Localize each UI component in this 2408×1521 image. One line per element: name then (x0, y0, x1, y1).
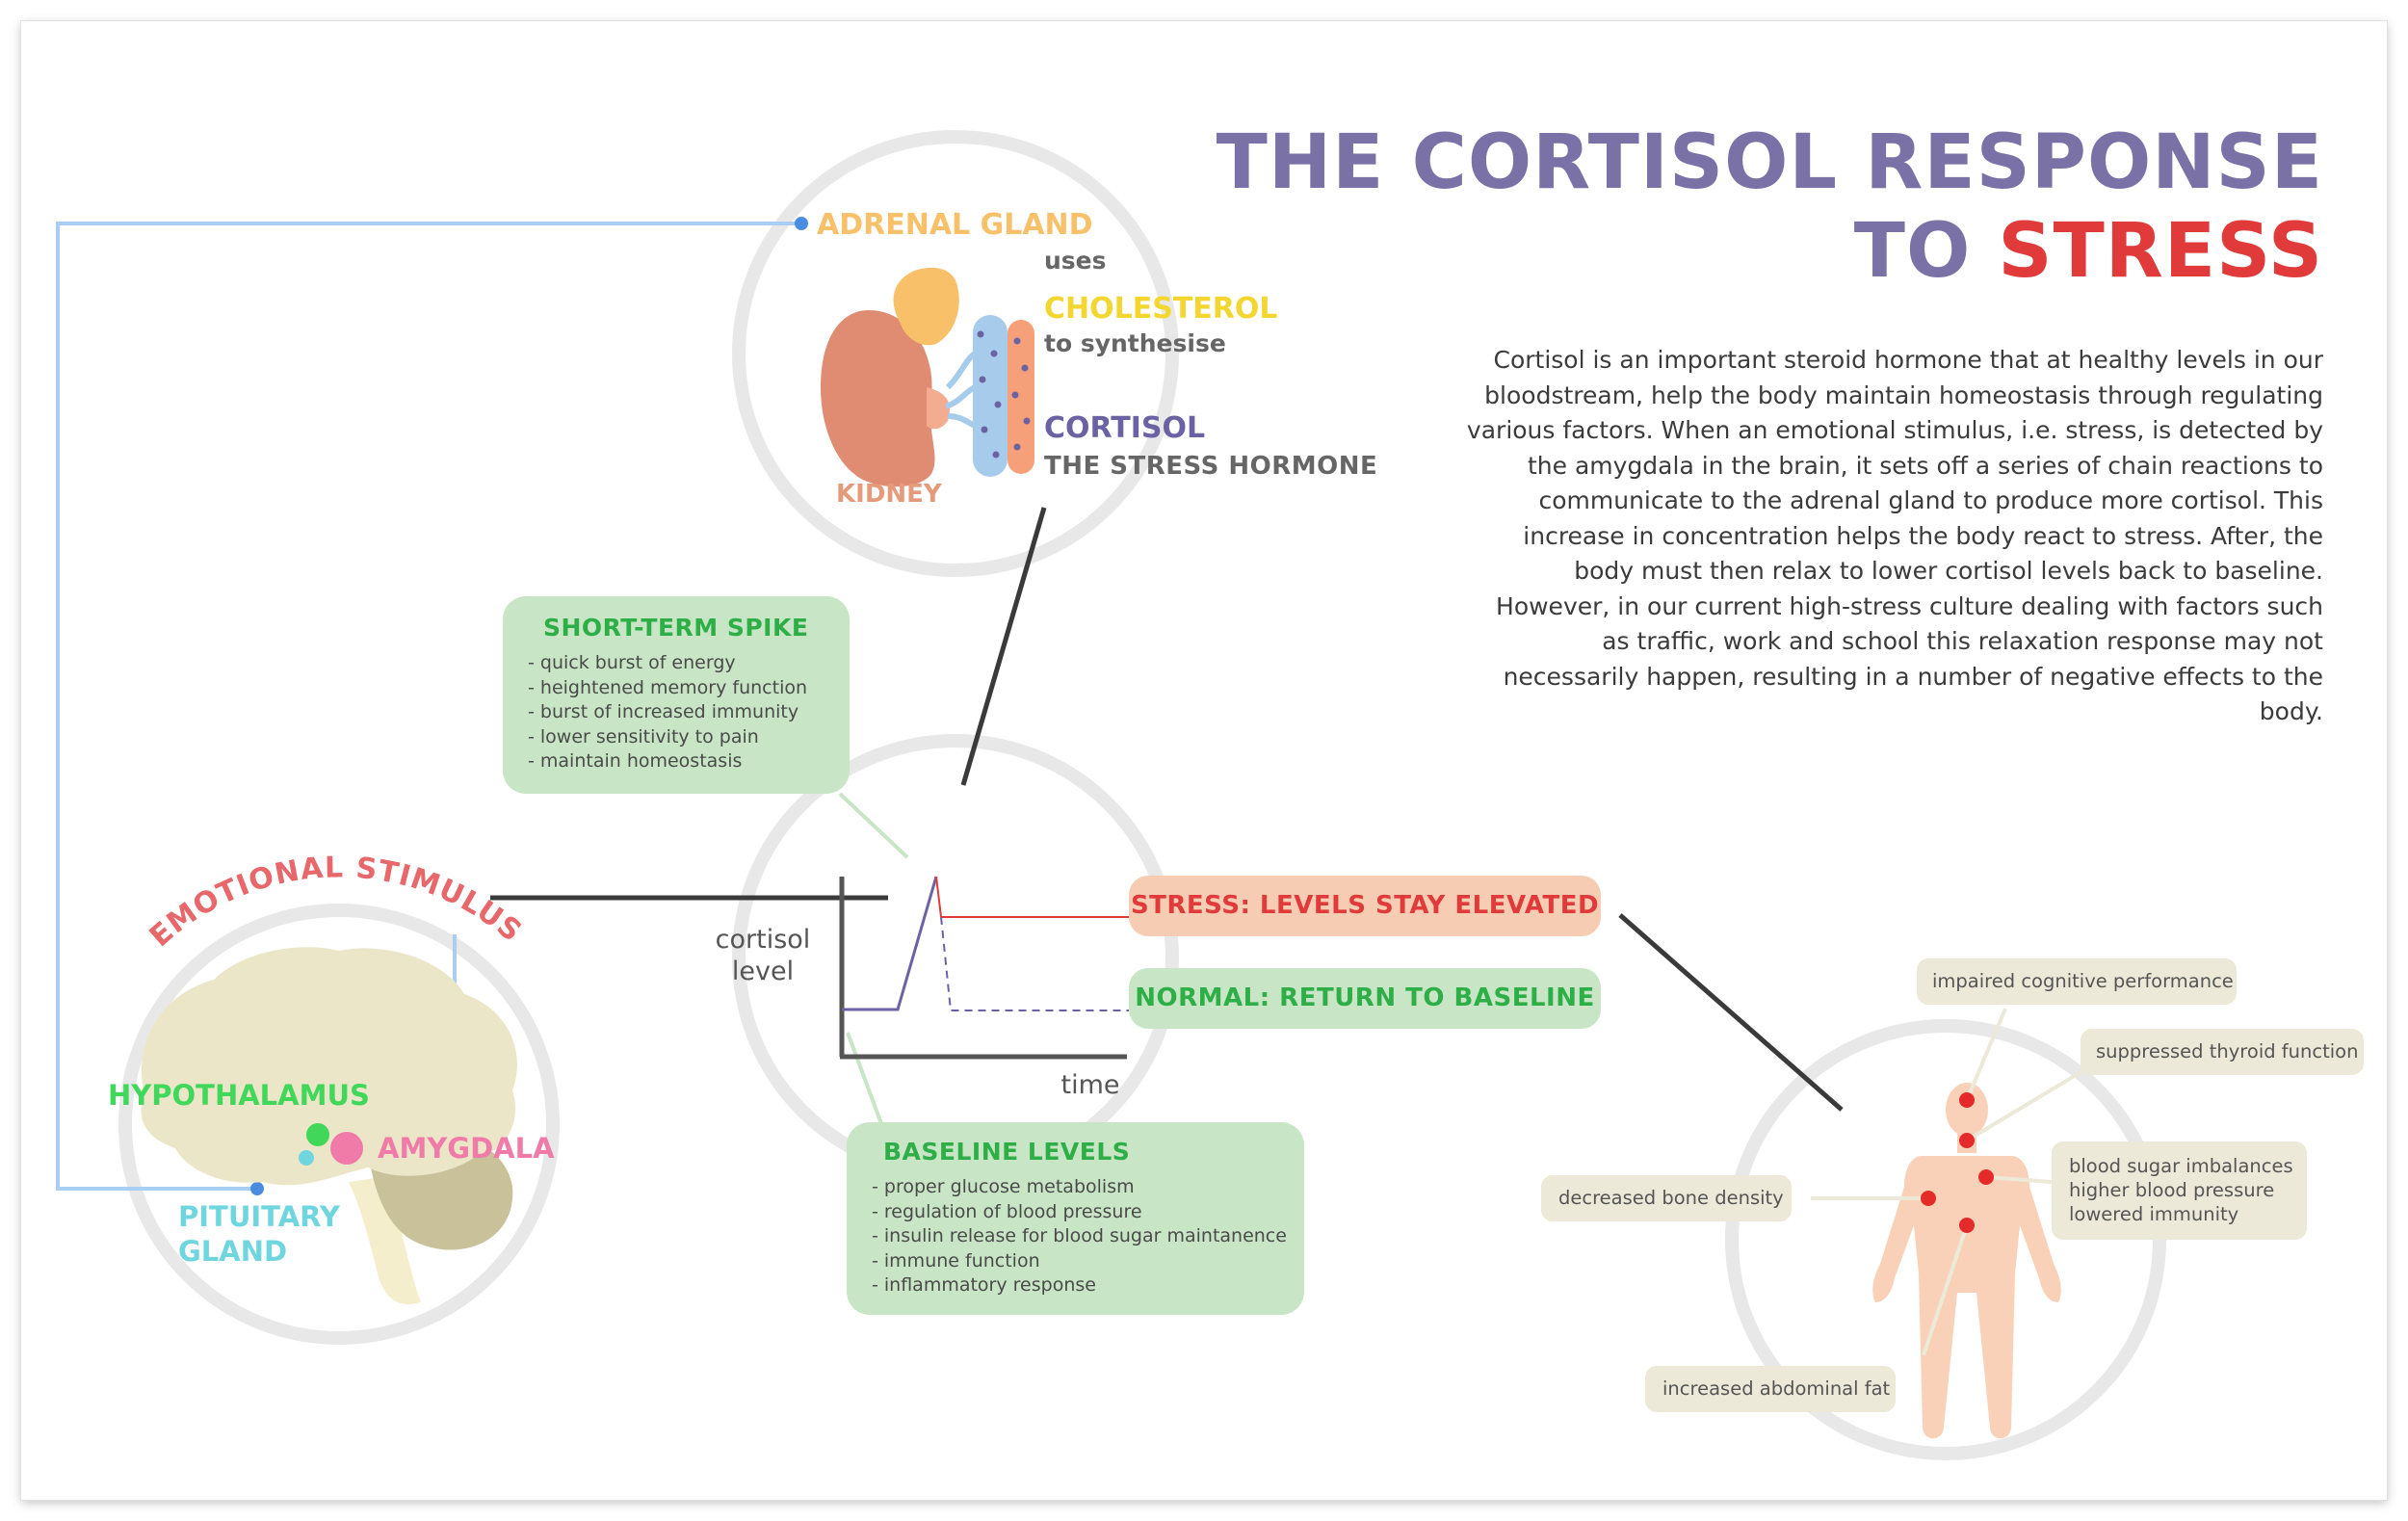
effect-immunity: lowered immunity (2069, 1203, 2239, 1225)
box-connectors (838, 792, 909, 1130)
y-axis-label-line1: cortisol (715, 925, 811, 955)
body-head (1946, 1083, 1988, 1137)
kidney-hilum (927, 387, 950, 430)
normal-outcome-pill: NORMAL: RETURN TO BASELINE (1129, 968, 1601, 1029)
adrenal-ring (732, 130, 1179, 577)
title-to: TO (1853, 208, 1999, 295)
list-item: - immune function (872, 1249, 1040, 1272)
effect-dots (1921, 1092, 1994, 1233)
stress-outcome-pill: STRESS: LEVELS STAY ELEVATED (1129, 876, 1601, 936)
uses-label: uses (1044, 247, 1107, 275)
heart-dot (1978, 1169, 1994, 1185)
spike-list: - quick burst of energy - heightened mem… (528, 651, 850, 774)
hypothalamus-label: HYPOTHALAMUS (108, 1079, 370, 1112)
effect-blood-sugar: blood sugar imbalances (2069, 1155, 2293, 1177)
y-axis-label-line2: level (731, 957, 795, 986)
brain-dot (1959, 1092, 1975, 1108)
cortisol-to-graph-line (960, 507, 1047, 786)
baseline-list: - proper glucose metabolism - regulation… (872, 1175, 1304, 1298)
normal-curve (940, 916, 1129, 1011)
baseline-connector (846, 1032, 885, 1130)
stress-curve (935, 876, 1129, 918)
intro-paragraph: Cortisol is an important steroid hormone… (1466, 346, 2323, 725)
cortisol-label: CORTISOL (1044, 411, 1206, 445)
cortisol-particles (977, 330, 1031, 459)
baseline-curve (842, 876, 938, 1011)
effect-thyroid: suppressed thyroid function (2081, 1029, 2364, 1075)
body-ring (1725, 1019, 2166, 1460)
title-line-2: TO STRESS (1854, 214, 2323, 289)
synthesise-label: to synthesise (1044, 329, 1226, 357)
cerebrum (141, 947, 517, 1186)
y-axis-label: cortisol level (695, 924, 830, 987)
vein-vessel (973, 315, 1008, 477)
cholesterol-label: CHOLESTEROL (1044, 292, 1278, 326)
brain-illustration (141, 947, 517, 1305)
short-term-spike-box: SHORT-TERM SPIKE - quick burst of energy… (503, 596, 850, 794)
list-item: - lower sensitivity to pain (528, 725, 759, 747)
pituitary-label: PITUITARY (178, 1200, 340, 1233)
diagram-artwork: EMOTIONAL STIMULUS (56, 130, 2166, 1460)
brain-stem (349, 1177, 421, 1305)
dark-connectors (490, 507, 1844, 1112)
spike-title: SHORT-TERM SPIKE (543, 614, 809, 642)
bone-dot (1921, 1191, 1936, 1206)
effect-bone-density: decreased bone density (1541, 1175, 1792, 1221)
brain-ring (118, 904, 560, 1345)
stress-to-body-line (1618, 913, 1844, 1112)
hypothalamus-blob (306, 1123, 329, 1146)
amygdala-blob (330, 1132, 363, 1165)
list-item: - inflammatory response (872, 1274, 1096, 1296)
title-stress: STRESS (1998, 208, 2323, 295)
kidney-shape (821, 310, 935, 487)
adrenal-node (795, 217, 808, 230)
effect-abdominal-fat: increased abdominal fat (1645, 1366, 1896, 1412)
pituitary-blob (299, 1150, 314, 1166)
thyroid-dot (1959, 1133, 1975, 1148)
list-item: - heightened memory function (528, 676, 808, 698)
effect-blood: blood sugar imbalances higher blood pres… (2052, 1141, 2307, 1240)
adrenal-gland-label: ADRENAL GLAND (817, 208, 1093, 242)
x-axis-label: time (1060, 1070, 1120, 1100)
baseline-levels-box: BASELINE LEVELS - proper glucose metabol… (847, 1122, 1304, 1315)
amygdala-label: AMYGDALA (378, 1132, 555, 1165)
kidney-label: KIDNEY (836, 480, 942, 509)
effect-blood-pressure: higher blood pressure (2069, 1179, 2275, 1201)
renal-vessels (944, 351, 977, 429)
list-item: - maintain homeostasis (528, 750, 743, 772)
body-torso (1872, 1156, 2061, 1439)
effect-connectors (1811, 1008, 2084, 1356)
gland-label: GLAND (178, 1235, 288, 1268)
list-item: - quick burst of energy (528, 652, 736, 673)
stress-hormone-label: THE STRESS HORMONE (1044, 452, 1378, 481)
emotional-stimulus-label: EMOTIONAL STIMULUS (144, 851, 529, 954)
pituitary-to-adrenal-line (56, 222, 801, 1191)
list-item: - insulin release for blood sugar mainta… (872, 1225, 1287, 1246)
cortisol-graph (839, 876, 1129, 1060)
kidney-illustration (821, 267, 1034, 487)
baseline-title: BASELINE LEVELS (883, 1138, 1131, 1166)
effect-cognitive: impaired cognitive performance (1917, 958, 2237, 1005)
list-item: - regulation of blood pressure (872, 1200, 1142, 1222)
spike-connector (838, 792, 909, 859)
list-item: - burst of increased immunity (528, 701, 799, 722)
list-item: - proper glucose metabolism (872, 1176, 1135, 1197)
adrenal-gland-shape (893, 267, 959, 346)
pituitary-node (250, 1182, 264, 1195)
artery-vessel (1008, 320, 1034, 474)
title-line-1: THE CORTISOL RESPONSE (1216, 119, 2323, 206)
poster: EMOTIONAL STIMULUS (21, 21, 2387, 1500)
abdomen-dot (1959, 1218, 1975, 1233)
